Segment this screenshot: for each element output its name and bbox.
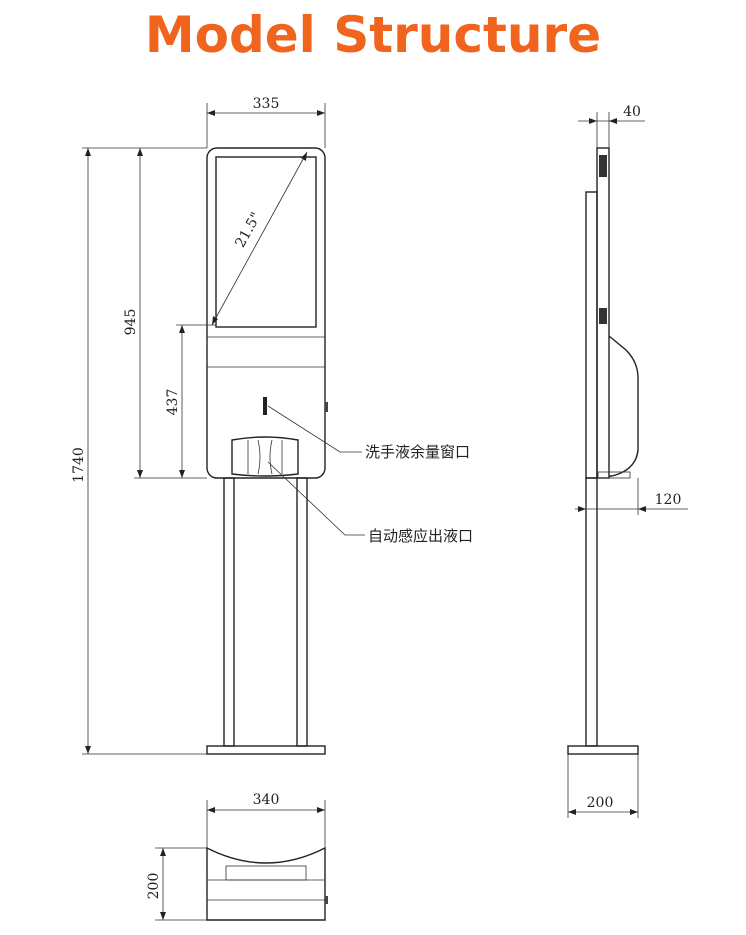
side-base [567,745,639,755]
dim-front-width: 335 [253,96,280,112]
dispenser-outlet [231,436,299,477]
dim-side-depth: 40 [623,104,641,120]
dim-base-width: 340 [253,792,280,808]
dim-screen-top-height: 945 [123,309,139,336]
label-sensor-outlet: 自动感应出液口 [368,527,473,545]
dim-side-dispenser-depth: 120 [655,492,682,508]
label-liquid-window: 洗手液余量窗口 [365,443,470,461]
front-screen [215,156,317,328]
dim-screen-diagonal: 21.5" [232,210,264,251]
dim-base-depth: 200 [146,873,162,900]
liquid-window-slot [263,397,267,415]
side-dispenser [608,335,639,477]
side-pole [585,477,598,747]
front-view: 335 1740 945 437 21.5" 洗手液余量窗口 自动感应出液口 [71,96,473,755]
front-base [206,745,326,755]
dim-total-height: 1740 [71,447,87,483]
page-title: Model Structure [144,6,602,64]
front-pole-left [223,477,235,747]
dim-dispenser-height: 437 [165,389,181,416]
front-housing [206,147,326,479]
dim-side-base-width: 200 [587,795,614,811]
base-outline [206,846,326,921]
side-view: 40 120 200 [567,104,688,818]
base-view: 340 200 [146,792,328,921]
front-pole-right [296,477,308,747]
